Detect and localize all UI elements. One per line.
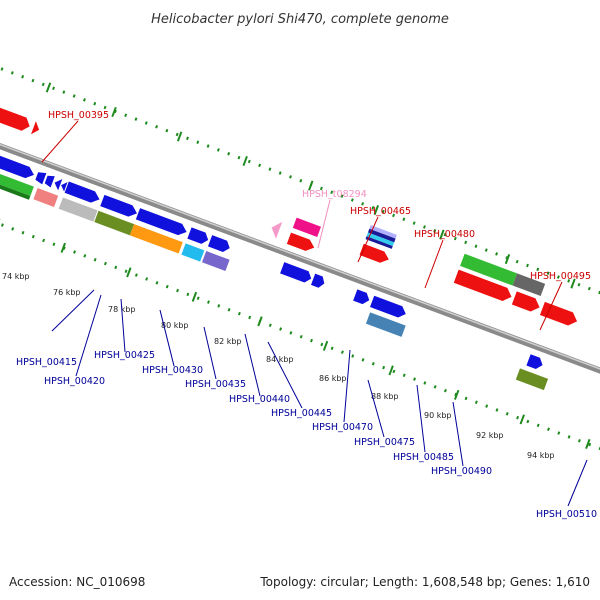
kbp-label: 74 kbp [2, 272, 30, 281]
kbp-label: 92 kbp [476, 431, 504, 440]
leader-lines [41, 120, 588, 507]
gene-label-hpsh-00445: HPSH_00445 [271, 408, 332, 419]
gene-label-hpsh-00490: HPSH_00490 [431, 466, 492, 477]
gene-box [365, 312, 406, 337]
gene-label-hpsh-00480: HPSH_00480 [414, 229, 475, 240]
gene-arrow [310, 273, 325, 288]
gene-box [460, 253, 518, 286]
gene-arrow [0, 151, 34, 179]
gene-label-hpsh-00435: HPSH_00435 [185, 379, 246, 390]
gene-arrow [286, 232, 315, 251]
gene-arrow [30, 121, 40, 135]
kbp-label: 86 kbp [319, 374, 347, 383]
gene-box [512, 273, 546, 297]
inner-major-ticks [0, 218, 591, 449]
gene-labels: HPSH_00395 HPSH_t08294 HPSH_00465 HPSH_0… [16, 110, 597, 520]
accession-text: Accession: NC_010698 [9, 575, 145, 589]
scale-labels: 74 kbp 76 kbp 78 kbp 80 kbp 82 kbp 84 kb… [2, 272, 555, 460]
map-title: Helicobacter pylori Shi470, complete gen… [151, 12, 449, 27]
gene-box [515, 368, 549, 391]
gene-arrow [35, 172, 47, 185]
gene-arrow [280, 262, 312, 283]
gene-label-hpsh-00470: HPSH_00470 [312, 422, 373, 433]
gene-box [33, 188, 59, 207]
kbp-label: 84 kbp [266, 355, 294, 364]
kbp-label: 80 kbp [161, 321, 189, 330]
gene-label-hpsh-00420: HPSH_00420 [44, 376, 105, 387]
gene-box [201, 251, 230, 272]
gene-arrow [511, 291, 540, 312]
gene-arrow [135, 208, 187, 236]
reverse-strand-genes [0, 151, 549, 391]
gene-label-hpsh-00495: HPSH_00495 [530, 271, 591, 282]
gene-label-hpsh-00425: HPSH_00425 [94, 350, 155, 361]
genome-backbone-highlight [0, 100, 600, 424]
gene-arrow [539, 301, 578, 326]
gene-arrow [0, 103, 30, 131]
forward-strand-genes [0, 103, 578, 326]
gene-label-hpsh-00440: HPSH_00440 [229, 394, 290, 405]
gene-arrow [100, 194, 137, 217]
gene-arrow [207, 235, 230, 252]
kbp-label: 76 kbp [53, 288, 81, 297]
gene-label-hpsh-00465: HPSH_00465 [350, 206, 411, 217]
gene-arrow [369, 295, 406, 318]
gene-box [369, 225, 397, 239]
gene-box [58, 197, 98, 222]
gene-arrow [526, 354, 543, 369]
kbp-label: 88 kbp [371, 392, 399, 401]
gene-label-hpsh-t08294: HPSH_t08294 [302, 189, 367, 200]
gene-arrow [353, 289, 370, 305]
gene-label-hpsh-00395: HPSH_00395 [48, 110, 109, 121]
gene-label-hpsh-00510: HPSH_00510 [536, 509, 597, 520]
gene-arrow [187, 227, 209, 244]
gene-box [0, 176, 31, 200]
kbp-label: 82 kbp [214, 337, 242, 346]
gene-box [0, 167, 34, 196]
gene-label-hpsh-00475: HPSH_00475 [354, 437, 415, 448]
gene-arrow [64, 181, 100, 203]
gene-label-hpsh-00485: HPSH_00485 [393, 452, 454, 463]
gene-arrow [271, 221, 283, 239]
gene-arrow [453, 269, 512, 301]
gene-box [292, 217, 321, 238]
gene-shading [0, 44, 600, 366]
gene-box [366, 232, 395, 247]
gene-box [94, 210, 135, 236]
kbp-label: 94 kbp [527, 451, 555, 460]
outer-major-ticks [45, 82, 576, 289]
gene-box [367, 228, 396, 243]
gene-label-hpsh-00415: HPSH_00415 [16, 357, 77, 368]
genome-backbone [0, 99, 600, 428]
kbp-label: 90 kbp [424, 411, 452, 420]
genome-track [0, 32, 600, 495]
gene-box [365, 236, 393, 249]
gene-arrow [359, 243, 389, 263]
genome-summary-text: Topology: circular; Length: 1,608,548 bp… [259, 575, 590, 589]
gene-arrow [61, 182, 68, 192]
gene-label-hpsh-00430: HPSH_00430 [142, 365, 203, 376]
gene-box [181, 243, 205, 262]
gene-arrow [54, 179, 63, 191]
gene-box [129, 224, 183, 254]
gene-arrow [44, 175, 55, 188]
